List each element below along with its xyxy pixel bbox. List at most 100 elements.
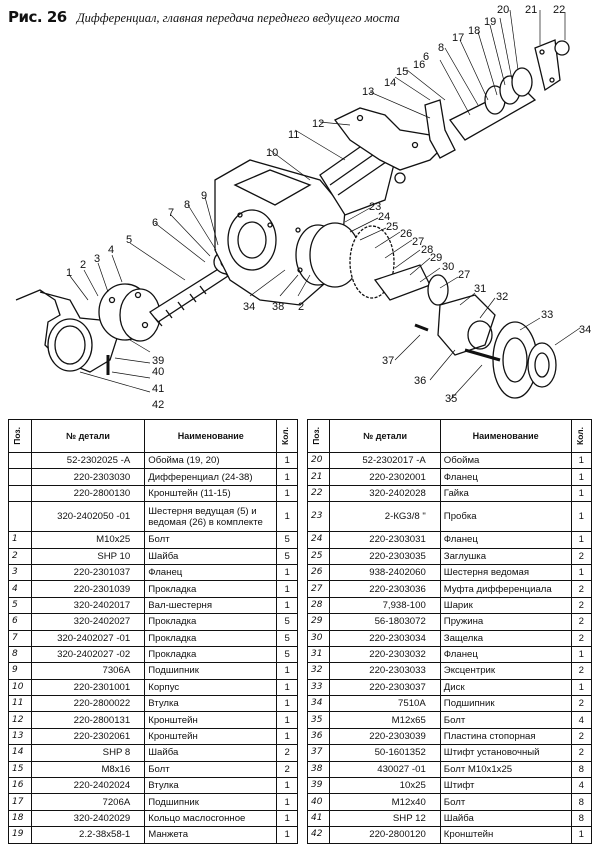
part-number-cell: 220-2302001: [329, 468, 441, 486]
pos-cell: 37: [306, 744, 331, 762]
part-name-cell: Диск: [439, 678, 572, 697]
pos-cell: 28: [306, 596, 331, 615]
part-number-cell: 220-2303036: [329, 580, 441, 598]
pos-cell: 8: [8, 645, 32, 664]
part-number-cell: 220-2303034: [329, 629, 441, 647]
part-number-cell: 10х25: [329, 777, 441, 795]
pos-cell: 12: [8, 711, 32, 729]
part-number-cell: 220-2303032: [329, 645, 441, 664]
part-name-cell: Шайба: [144, 744, 278, 762]
pos-cell: 26: [306, 563, 331, 582]
part-number-cell: 50-1601352: [329, 744, 441, 762]
part-name-cell: Пластина стопорная: [439, 727, 572, 746]
callout-6b: 6: [423, 51, 429, 63]
part-name-cell: Кронштейн: [144, 727, 278, 746]
quantity-cell: 1: [570, 501, 593, 533]
part-number-cell: 220-2303031: [329, 531, 441, 549]
header-pos: Поз.: [8, 419, 32, 453]
pos-cell: 40: [306, 793, 331, 811]
part-name-cell: Фланец: [439, 645, 572, 664]
pos-cell: 3: [8, 563, 32, 582]
part-number-cell: 56-1803072: [329, 613, 441, 631]
quantity-cell: 2: [570, 744, 593, 762]
header-part-no: № детали: [329, 419, 441, 453]
pos-cell: 6: [8, 613, 32, 631]
quantity-cell: 1: [276, 695, 298, 713]
pos-cell: 20: [306, 451, 331, 470]
pos-cell: 19: [8, 826, 32, 844]
quantity-cell: 5: [276, 547, 298, 565]
callout-21: 21: [525, 4, 537, 16]
callout-33: 33: [541, 309, 553, 321]
quantity-cell: 5: [276, 531, 298, 549]
quantity-cell: 1: [276, 727, 298, 746]
pos-cell: 14: [8, 744, 32, 762]
quantity-cell: 2: [570, 629, 593, 647]
figure-title: Дифференциал, главная передача переднего…: [76, 11, 400, 25]
part-number-cell: 220-2800131: [30, 711, 146, 729]
callout-37: 37: [382, 355, 394, 367]
callout-7: 7: [168, 207, 174, 219]
part-number-cell: 7206А: [30, 793, 146, 811]
part-name-cell: Защелка: [439, 629, 572, 647]
part-number-cell: 220-2302061: [30, 727, 146, 746]
figure-header: Рис. 26 Дифференциал, главная передача п…: [8, 8, 400, 26]
part-number-cell: SHP 12: [329, 809, 441, 828]
callout-31: 31: [474, 283, 486, 295]
quantity-cell: 2: [570, 695, 593, 713]
pos-cell: 7: [8, 629, 32, 647]
quantity-cell: 1: [570, 468, 593, 486]
callout-42: 42: [152, 399, 164, 410]
part-name-cell: Болт: [439, 793, 572, 811]
pos-cell: 21: [306, 468, 331, 486]
part-name-cell: Пробка: [439, 501, 572, 533]
quantity-cell: 2: [276, 744, 298, 762]
quantity-cell: 5: [276, 629, 298, 647]
part-name-cell: Шайба: [439, 809, 572, 828]
pos-cell: [8, 451, 32, 470]
part-name-cell: Манжета: [144, 826, 278, 844]
part-number-cell: М12х65: [329, 711, 441, 729]
part-name-cell: Штифт установочный: [439, 744, 572, 762]
part-number-cell: 220-2303037: [329, 678, 441, 697]
pos-cell: 42: [306, 826, 331, 844]
pos-cell: 15: [8, 760, 32, 779]
quantity-cell: 5: [276, 613, 298, 631]
part-number-cell: 220-2303030: [30, 468, 146, 486]
part-number-cell: М12х40: [329, 793, 441, 811]
part-number-cell: 7,938-100: [329, 596, 441, 615]
pos-cell: 34: [306, 695, 331, 713]
bracket-13: [424, 99, 456, 159]
quantity-cell: 4: [570, 711, 593, 729]
part-number-cell: М8х16: [30, 760, 146, 779]
part-name-cell: Шестерня ведущая (5) и ведомая (26) в ко…: [144, 501, 278, 533]
part-name-cell: Муфта дифференциала: [439, 580, 572, 598]
callout-10: 10: [266, 147, 278, 159]
part-number-cell: 7306А: [30, 662, 146, 680]
pinion-shaft-5: [149, 267, 230, 323]
part-number-cell: 220-2402024: [30, 777, 146, 795]
table-header-row: Поз. № детали Наименование Кол.: [306, 419, 593, 453]
part-name-cell: Болт: [144, 760, 278, 779]
part-number-cell: 2-КG3/8 ": [329, 501, 441, 533]
pos-cell: 17: [8, 793, 32, 811]
callout-38: 38: [272, 301, 284, 313]
part-name-cell: Болт М10х1х25: [439, 760, 572, 779]
part-name-cell: Штифт: [439, 777, 572, 795]
